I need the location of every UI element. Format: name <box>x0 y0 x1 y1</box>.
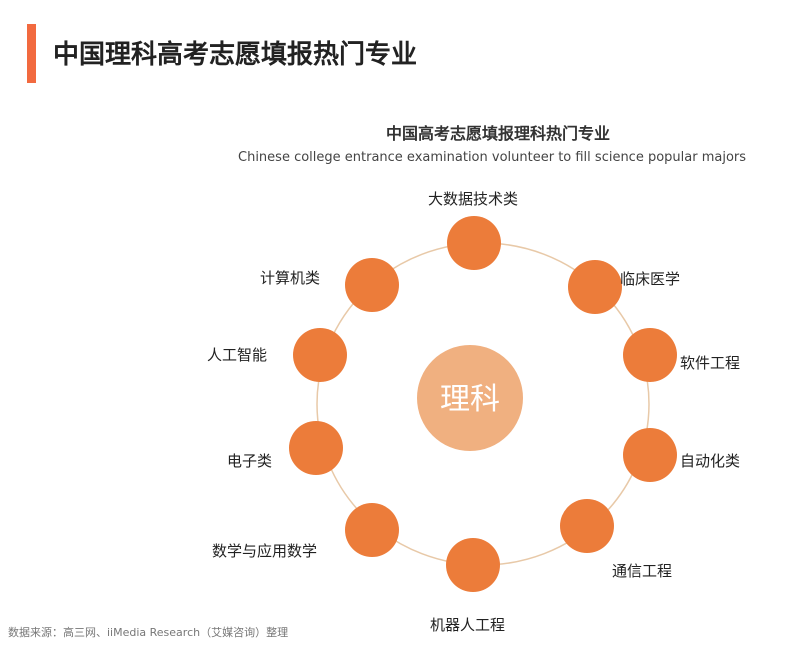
major-label: 计算机类 <box>260 269 321 287</box>
major-node <box>289 421 343 475</box>
major-node <box>293 328 347 382</box>
major-label: 大数据技术类 <box>428 190 519 208</box>
major-label: 电子类 <box>227 452 273 470</box>
major-label: 数学与应用数学 <box>212 542 318 560</box>
major-label: 自动化类 <box>680 452 741 470</box>
center-circle <box>417 345 523 451</box>
major-node <box>447 216 501 270</box>
major-node <box>345 503 399 557</box>
major-label: 人工智能 <box>207 346 268 364</box>
center-label: 理科 <box>440 382 500 417</box>
title-accent-bar <box>27 24 36 83</box>
diagram-title: 中国高考志愿填报理科热门专业 <box>385 124 610 143</box>
major-node <box>623 428 677 482</box>
major-node <box>345 258 399 312</box>
source-note: 数据来源：高三网、iiMedia Research（艾媒咨询）整理 <box>8 626 289 639</box>
major-node <box>560 499 614 553</box>
major-label: 软件工程 <box>680 354 741 372</box>
major-node <box>623 328 677 382</box>
major-label: 机器人工程 <box>430 616 506 634</box>
major-label: 临床医学 <box>620 270 681 288</box>
major-label: 通信工程 <box>612 562 673 580</box>
diagram-subtitle: Chinese college entrance examination vol… <box>238 150 747 165</box>
major-node <box>446 538 500 592</box>
page-title: 中国理科高考志愿填报热门专业 <box>53 40 418 70</box>
major-node <box>568 260 622 314</box>
